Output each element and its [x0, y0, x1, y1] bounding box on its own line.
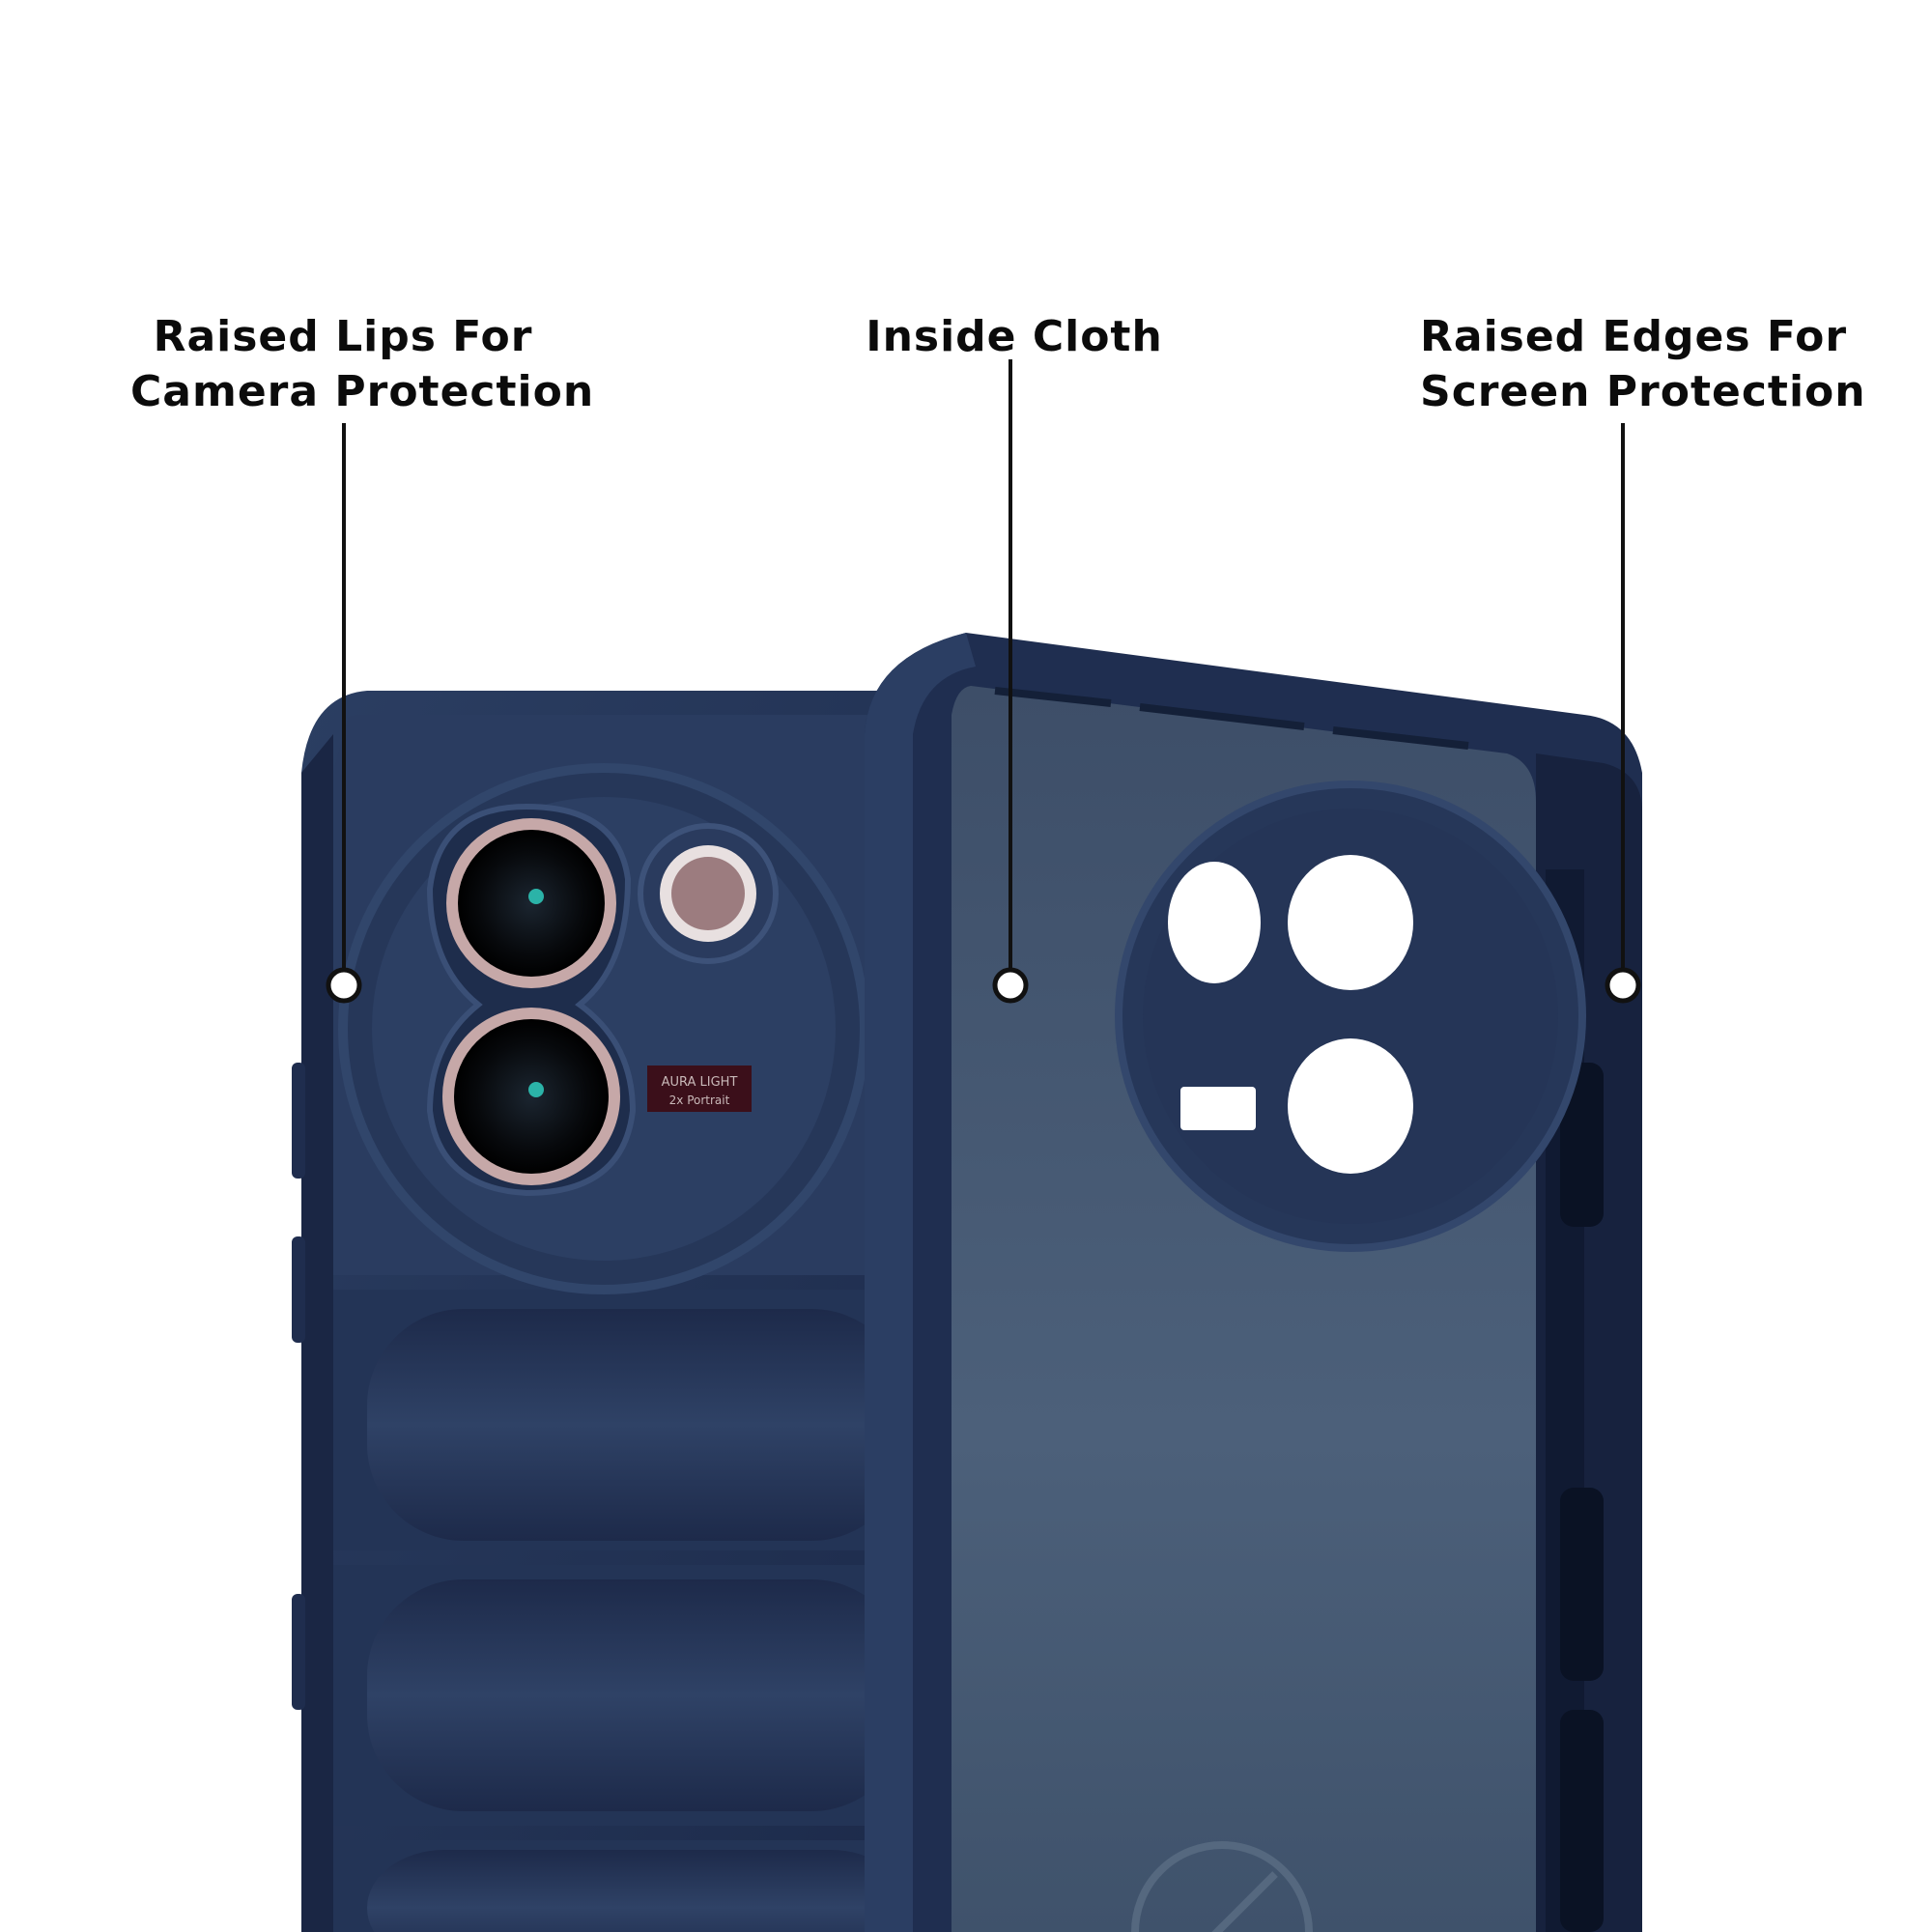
camera-lens-top-glint [528, 889, 544, 904]
lens-badge [647, 1065, 752, 1112]
left-case: AURA LIGHT 2x Portrait [292, 691, 927, 1932]
camera-lens-top-glass [458, 830, 605, 977]
lens-badge-line1: AURA LIGHT [662, 1075, 738, 1090]
right-case-front-edge [865, 633, 976, 1932]
ridge-2-inner [367, 1579, 908, 1811]
dot-marker-icon [992, 967, 1029, 1004]
camera-cutout-hole [1288, 855, 1413, 990]
top-rim-slot [1139, 703, 1305, 730]
side-cutout [1560, 1488, 1604, 1681]
lens-badge-line2: 2x Portrait [669, 1094, 730, 1107]
logo-ring [1131, 1841, 1313, 1932]
top-rim-slot [994, 687, 1112, 707]
camera-cutout-hole [1168, 862, 1261, 983]
callout-camera-line2: Camera Protection [130, 367, 595, 416]
left-case-button-mid [292, 1236, 305, 1343]
callout-camera-label: Raised Lips For Camera Protection [130, 309, 595, 419]
left-case-button-low [292, 1594, 305, 1710]
left-case-button-top [292, 1063, 305, 1179]
dot-marker-icon [1605, 967, 1641, 1004]
callout-markers [326, 359, 1641, 1004]
camera-cutout-hole [1288, 1038, 1413, 1174]
side-cutout [1560, 1710, 1604, 1932]
callout-cloth-label: Inside Cloth [821, 309, 1208, 364]
callout-camera-line1: Raised Lips For [153, 312, 533, 361]
callout-cloth-line1: Inside Cloth [866, 312, 1163, 361]
callout-screen-label: Raised Edges For Screen Protection [1420, 309, 1866, 419]
callout-screen-line2: Screen Protection [1420, 367, 1866, 416]
camera-lens-bottom-glint [528, 1082, 544, 1097]
left-case-side-edge [301, 734, 333, 1932]
ridge-3-inner [367, 1850, 908, 1932]
flash-cutout [1180, 1087, 1256, 1130]
ridge-1-inner [367, 1309, 908, 1541]
dot-marker-icon [326, 967, 362, 1004]
side-cutout [1560, 1063, 1604, 1227]
right-case [865, 633, 1642, 1932]
camera-lens-bottom-glass [454, 1019, 609, 1174]
logo-slash [1211, 1871, 1278, 1932]
flash-core [671, 857, 745, 930]
top-rim-slot [1332, 726, 1469, 750]
callout-screen-line1: Raised Edges For [1420, 312, 1848, 361]
